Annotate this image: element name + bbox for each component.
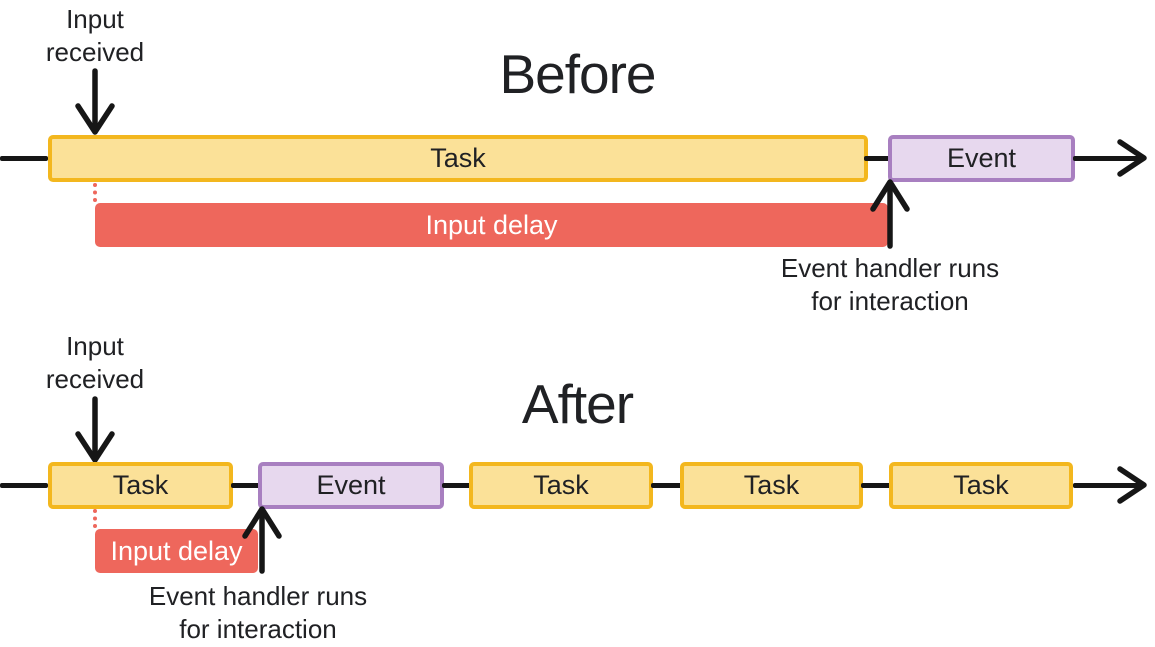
timeline-line [864, 156, 890, 161]
before-input-delay-bar: Input delay [95, 203, 888, 247]
arrow-right-icon [1117, 139, 1147, 177]
timeline-line [442, 483, 471, 488]
after-event-handler-label: Event handler runs for interaction [148, 581, 368, 644]
after-title: After [521, 373, 634, 435]
timeline-line [0, 156, 48, 161]
task-label: Task [953, 470, 1009, 500]
event-label: Event [946, 143, 1017, 173]
before-event-handler-label: Event handler runs for interaction [780, 253, 1000, 316]
after-task-box-2: Task [469, 462, 653, 509]
task-label: Task [430, 143, 486, 173]
after-task-box-3: Task [680, 462, 863, 509]
input-delay-label: Input delay [425, 209, 558, 240]
input-delay-label: Input delay [110, 535, 243, 566]
task-label: Task [533, 470, 589, 500]
arrow-right-icon [1117, 466, 1147, 504]
timeline-line [1073, 156, 1145, 161]
delay-start-dotted-line [93, 509, 97, 528]
after-task-box-4: Task [889, 462, 1073, 509]
after-input-delay-bar: Input delay [95, 529, 258, 573]
arrow-down-icon [75, 396, 115, 463]
task-label: Task [112, 470, 169, 500]
timeline-line [861, 483, 891, 488]
arrow-down-icon [75, 68, 115, 135]
event-label: Event [316, 470, 386, 500]
arrow-up-icon [242, 506, 282, 574]
before-title: Before [499, 43, 656, 105]
arrow-up-icon [870, 179, 910, 249]
after-task-box-1: Task [48, 462, 233, 509]
delay-start-dotted-line [93, 183, 97, 202]
before-input-received-label: Input received [45, 4, 145, 67]
before-task-box: Task [48, 135, 868, 182]
task-label: Task [743, 470, 800, 500]
timeline-line [0, 483, 48, 488]
after-event-box: Event [258, 462, 444, 509]
timeline-line [1073, 483, 1145, 488]
after-input-received-label: Input received [45, 331, 145, 394]
timeline-line [231, 483, 260, 488]
timeline-line [651, 483, 682, 488]
before-event-box: Event [888, 135, 1075, 182]
